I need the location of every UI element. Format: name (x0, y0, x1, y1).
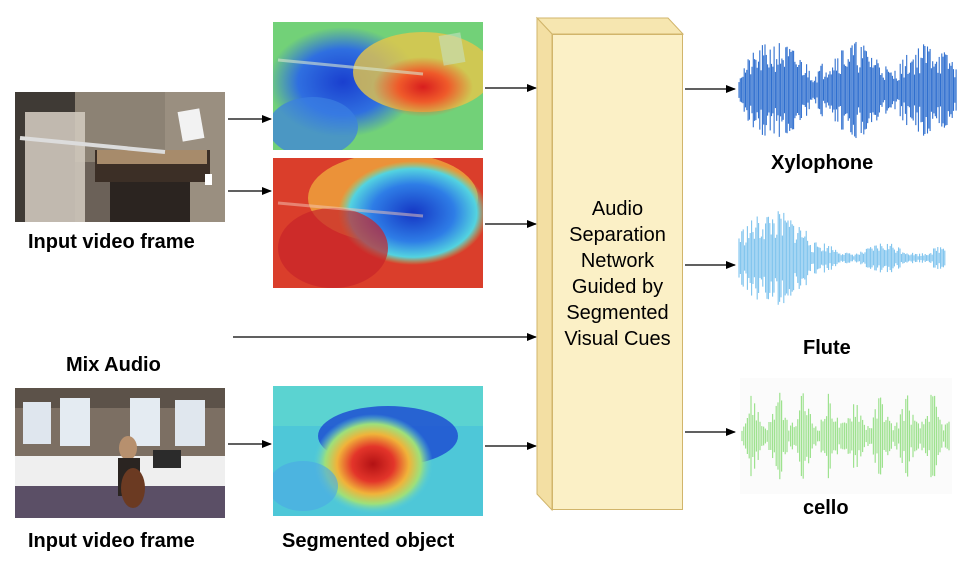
caption-mix-audio: Mix Audio (66, 354, 161, 376)
network-label-line-5: Segmented (566, 302, 669, 324)
network-label: Audio Separation Network Guided by Segme… (552, 196, 683, 352)
attention-map-flute (273, 158, 483, 288)
cello-output-waveform (740, 378, 952, 494)
caption-cello: cello (803, 497, 849, 519)
network-label-line-4: Guided by (571, 276, 664, 298)
segmented-object-map (273, 386, 483, 516)
audio-separation-network-block (552, 34, 683, 510)
network-label-line-3: Network (580, 250, 655, 272)
mix-audio-waveform (8, 262, 223, 358)
input-video-frame-flute-xylophone (15, 92, 225, 222)
network-label-line-6: Visual Cues (564, 328, 671, 350)
xylophone-output-waveform (737, 36, 959, 144)
caption-segmented-object: Segmented object (282, 530, 455, 552)
caption-flute: Flute (803, 337, 851, 359)
network-label-line-2: Separation (569, 224, 666, 246)
flute-output-waveform (737, 208, 947, 308)
attention-map-xylophone (273, 22, 483, 150)
caption-xylophone: Xylophone (771, 152, 874, 174)
caption-input-video-frame-top: Input video frame (28, 231, 195, 253)
caption-input-video-frame-bottom: Input video frame (28, 530, 195, 552)
input-video-frame-cello (15, 388, 225, 518)
network-label-line-1: Audio (591, 198, 644, 220)
